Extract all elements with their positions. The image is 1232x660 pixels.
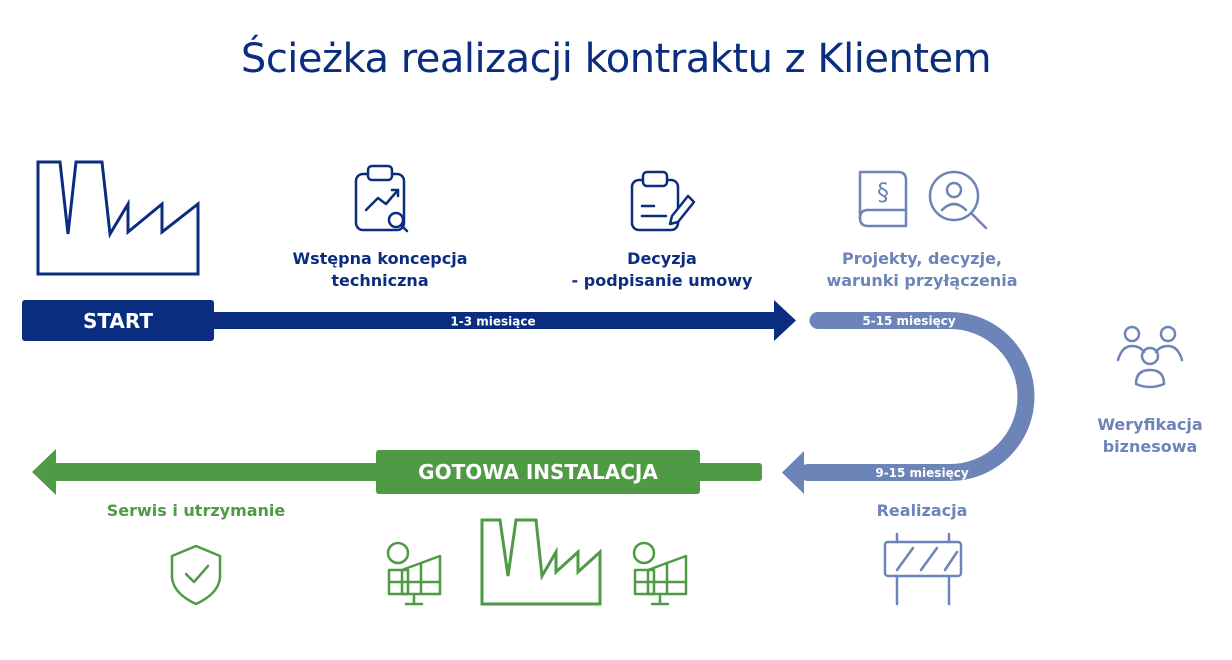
people-group-icon	[1116, 325, 1184, 389]
page-title: Ścieżka realizacji kontraktu z Klientem	[240, 36, 992, 82]
shield-check-icon	[170, 544, 222, 606]
phase2-duration: 5-15 miesięcy	[862, 314, 955, 328]
clipboard-pen-icon	[630, 170, 696, 232]
decision-label: Decyzja - podpisanie umowy	[571, 249, 753, 290]
factory-icon-bottom	[480, 518, 602, 606]
phase4-duration: 9-15 miesięcy	[875, 466, 968, 480]
permits-label: Projekty, decyzje, warunki przyłączenia	[826, 249, 1018, 290]
service-label: Serwis i utrzymanie	[106, 501, 286, 520]
u-turn-track: 5-15 miesięcy 1-2 miesiące 9-15 miesięcy	[782, 312, 1076, 494]
concept-label: Wstępna koncepcja techniczna	[292, 249, 468, 290]
solar-panel-icon-right	[632, 541, 688, 606]
clipboard-chart-icon	[354, 164, 409, 233]
factory-icon	[36, 160, 200, 276]
phase1-arrow: 1-3 miesiące	[200, 300, 796, 341]
ready-arrow: GOTOWA INSTALACJA	[32, 449, 762, 495]
phase1-duration: 1-3 miesiące	[450, 315, 535, 329]
ready-label: GOTOWA INSTALACJA	[418, 460, 658, 484]
svg-text:§: §	[877, 178, 889, 206]
barrier-icon	[883, 532, 963, 606]
solar-panel-icon	[386, 541, 442, 606]
realization-label: Realizacja	[876, 501, 968, 520]
phase3-duration: 1-2 miesiące	[1044, 353, 1075, 439]
start-label: START	[83, 309, 153, 333]
start-bar: START	[22, 300, 214, 341]
law-book-search-icon: §	[858, 170, 988, 230]
verification-label: Weryfikacja biznesowa	[1097, 415, 1203, 456]
